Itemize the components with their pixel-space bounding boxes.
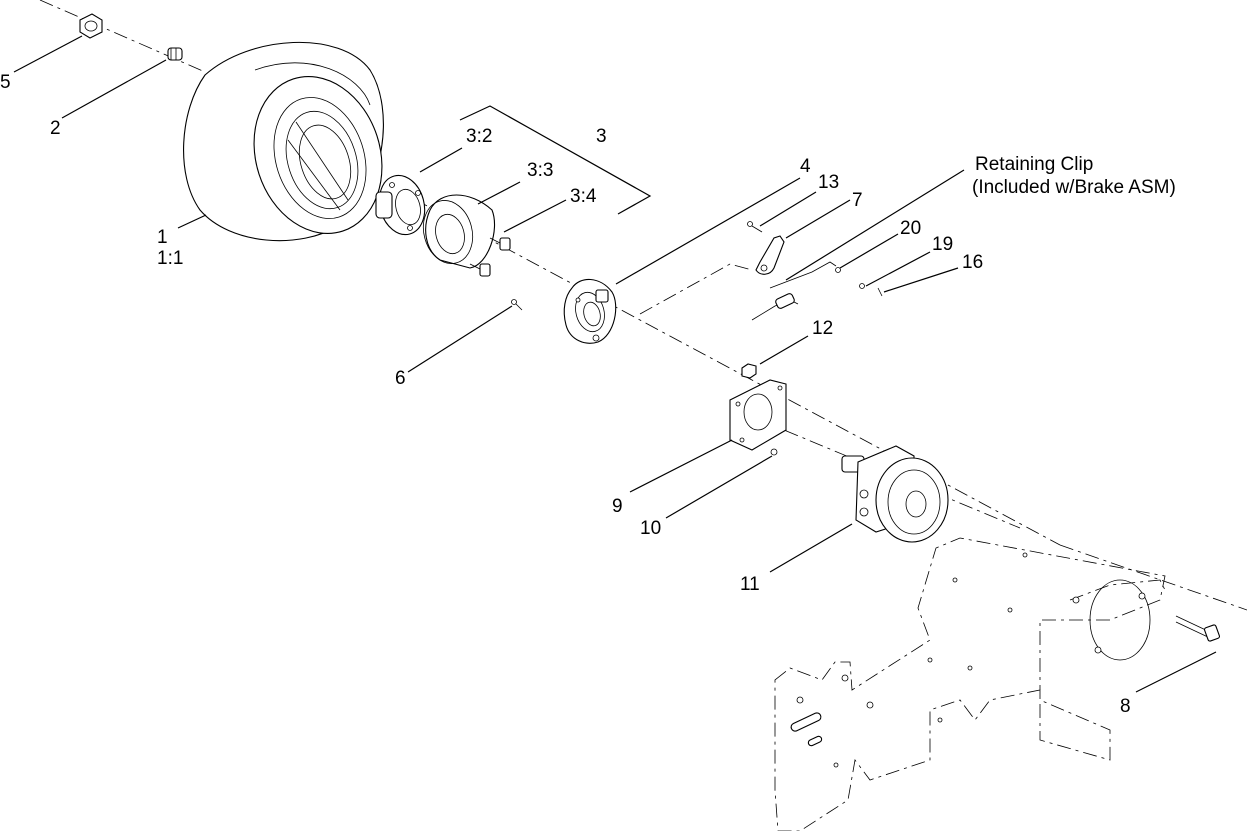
nut [741, 363, 757, 379]
callout-3-2: 3:2 [466, 126, 492, 147]
callout-10: 10 [640, 518, 661, 539]
hydraulic-motor [841, 445, 949, 543]
callout-20: 20 [900, 218, 921, 239]
callout-6: 6 [395, 368, 406, 389]
note-retaining-clip-line1: Retaining Clip [975, 154, 1093, 175]
motor-mount-bracket [729, 379, 787, 451]
callout-11: 11 [740, 574, 760, 595]
callout-3: 3 [596, 126, 607, 147]
callout-16: 16 [962, 252, 983, 273]
frame-plate [774, 537, 1166, 831]
leader-lines [13, 35, 1217, 693]
callout-1: 1 [157, 227, 168, 248]
callout-7: 7 [852, 190, 863, 211]
group-bracket-3 [459, 105, 652, 215]
note-retaining-clip-line2: (Included w/Brake ASM) [972, 177, 1176, 198]
callout-12: 12 [812, 318, 833, 339]
brake-drum [422, 194, 496, 269]
brake-linkage [747, 221, 883, 321]
callout-2: 2 [50, 118, 61, 139]
callout-19: 19 [932, 234, 953, 255]
callout-8: 8 [1120, 696, 1131, 717]
screw [511, 299, 523, 311]
callout-5: 5 [0, 72, 11, 93]
brake-assembly [563, 278, 617, 344]
callout-3-4: 3:4 [570, 186, 597, 207]
callout-9: 9 [612, 496, 623, 517]
callout-4: 4 [800, 156, 811, 177]
lug-nut [79, 13, 103, 39]
callout-13: 13 [818, 172, 839, 193]
wheel-stud [167, 47, 183, 61]
wheel-hub [375, 174, 426, 236]
callout-3-3: 3:3 [527, 160, 553, 181]
callout-labels: 5 2 1 1:1 3:2 3:3 3:4 3 4 13 7 Retaining… [0, 72, 1176, 717]
washer [770, 448, 778, 456]
callout-1-1: 1:1 [157, 248, 183, 269]
hub-bolts [469, 237, 511, 277]
tire-wheel [183, 41, 384, 242]
frame-bolt [1175, 615, 1221, 642]
